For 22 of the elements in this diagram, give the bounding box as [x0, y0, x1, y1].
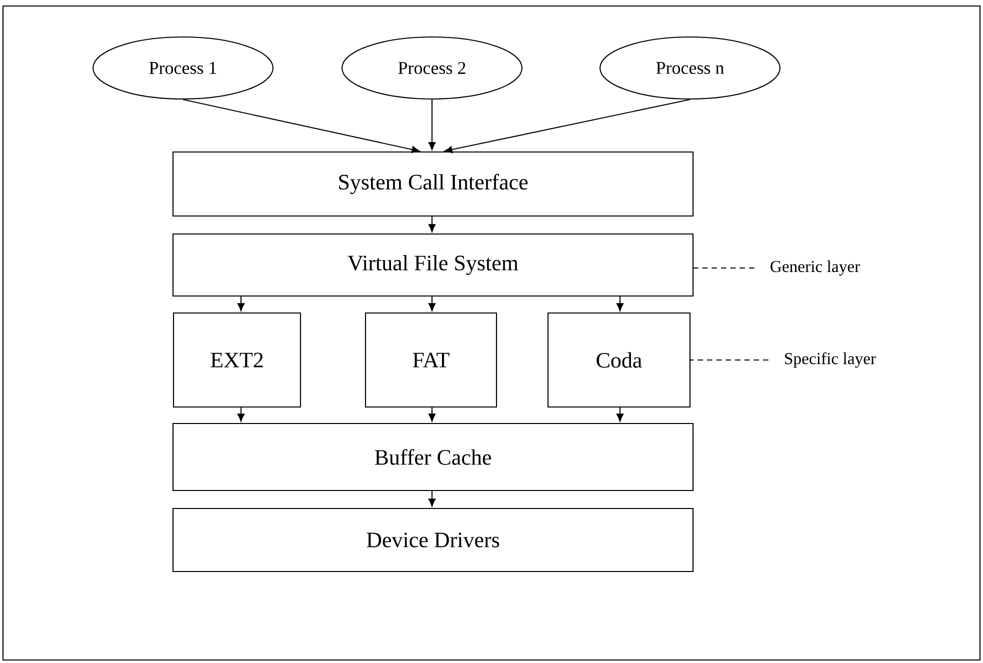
layer-label: Specific layer: [785, 352, 876, 368]
arrow: [237, 408, 245, 422]
layer-box: Coda: [547, 312, 691, 408]
arrow: [444, 99, 690, 154]
leader-line: [694, 267, 754, 269]
layer-box: System Call Interface: [172, 151, 694, 217]
layer-box: Buffer Cache: [172, 422, 694, 492]
arrow: [428, 408, 436, 422]
arrow: [428, 491, 436, 507]
arrow: [428, 216, 436, 232]
layer-box: Device Drivers: [172, 508, 694, 572]
arrow: [616, 296, 624, 312]
arrow: [428, 100, 436, 150]
arrow: [616, 408, 624, 422]
layer-label: Generic layer: [770, 260, 860, 276]
arrow: [182, 99, 420, 154]
layer-box: FAT: [364, 312, 498, 408]
layer-box: Virtual File System: [172, 233, 694, 297]
arrow: [428, 296, 436, 312]
layer-box: EXT2: [172, 312, 302, 408]
arrow: [237, 296, 245, 312]
leader-line: [690, 359, 768, 361]
